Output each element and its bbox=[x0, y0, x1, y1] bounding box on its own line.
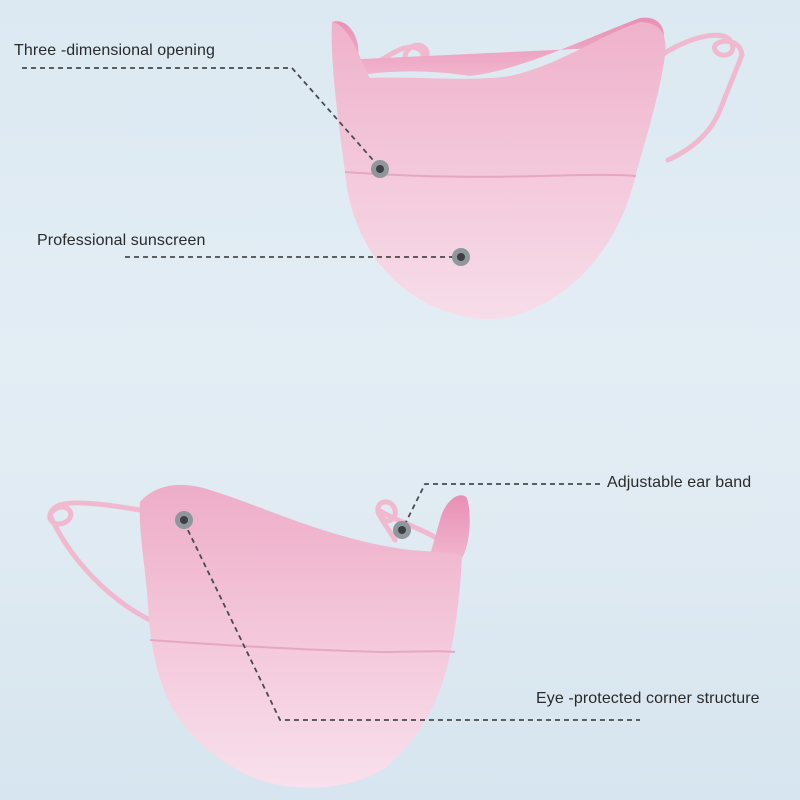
upper-mask-seam bbox=[344, 171, 637, 178]
lower-ear-loop-left bbox=[47, 500, 153, 623]
callout-line-ear-band bbox=[402, 483, 600, 529]
upper-mask bbox=[331, 17, 745, 320]
callout-line-opening bbox=[22, 67, 381, 169]
lower-mask-body bbox=[139, 484, 462, 788]
callout-label-three-dimensional-opening: Three -dimensional opening bbox=[14, 42, 215, 59]
callout-label-eye-protected-corner: Eye -protected corner structure bbox=[536, 690, 760, 707]
callout-label-professional-sunscreen: Professional sunscreen bbox=[37, 232, 206, 249]
lower-mask-opening bbox=[430, 495, 470, 558]
callout-label-adjustable-ear-band: Adjustable ear band bbox=[607, 474, 752, 491]
lower-ear-loop-right bbox=[375, 499, 443, 543]
upper-ear-loop-right bbox=[652, 32, 745, 163]
callout-line-eye-corner bbox=[183, 521, 640, 721]
lower-mask-seam bbox=[149, 639, 456, 654]
upper-mask-opening bbox=[332, 17, 664, 76]
upper-mask-body bbox=[331, 22, 666, 320]
lower-mask bbox=[47, 484, 470, 788]
